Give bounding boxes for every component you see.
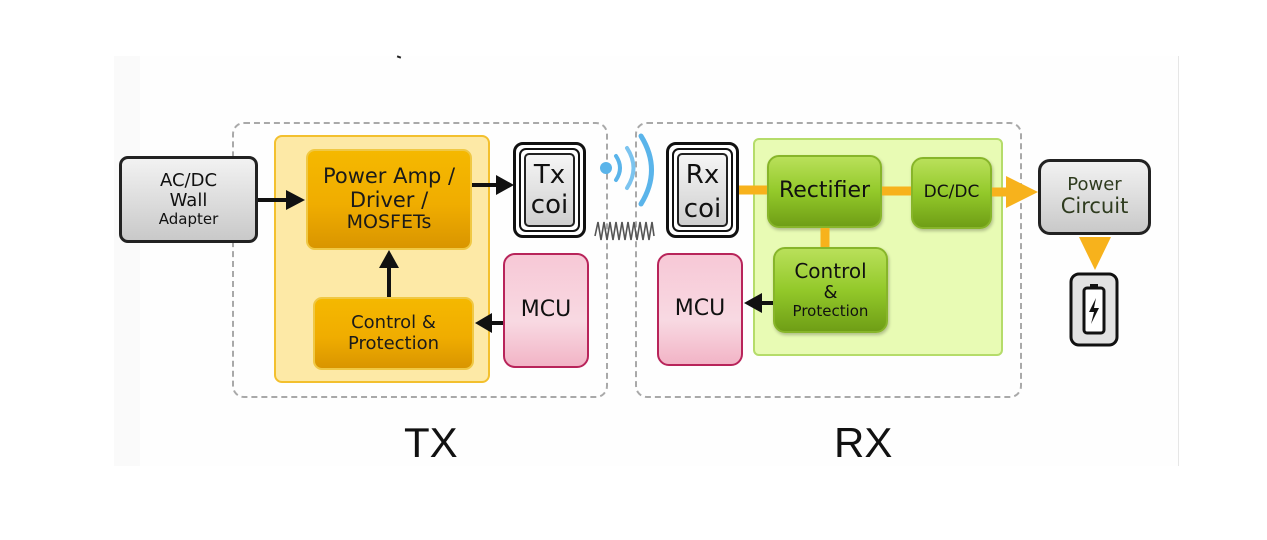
acdc-wall-adapter: AC/DC Wall Adapter xyxy=(119,156,258,243)
power-circuit-line-2: Circuit xyxy=(1060,194,1129,219)
arrowhead-tx-coil xyxy=(496,175,514,195)
rx-control-line-1: Control xyxy=(794,259,867,284)
tx-coil: Tx coi xyxy=(513,142,586,238)
arrowhead-power-amp xyxy=(379,250,399,268)
rx-coil: Rx coi xyxy=(666,142,739,238)
tx-control-protection: Control & Protection xyxy=(313,297,474,370)
battery-charging-icon xyxy=(1069,272,1119,347)
wireless-signal-icon xyxy=(600,133,654,207)
power-amp-line-1: Power Amp / xyxy=(322,164,456,189)
power-amp-driver-mosfets: Power Amp / Driver / MOSFETs xyxy=(306,149,472,250)
rectifier: Rectifier xyxy=(767,155,882,228)
arrowhead-tx-control xyxy=(475,313,492,333)
adapter-line-1: AC/DC xyxy=(159,169,218,191)
rx-boundary xyxy=(635,122,1022,398)
tx-section-label: TX xyxy=(404,419,458,466)
power-amp-line-3: MOSFETs xyxy=(346,211,432,234)
rx-mcu-label: MCU xyxy=(674,296,726,322)
rx-section-label: RX xyxy=(834,419,893,466)
power-circuit: Power Circuit xyxy=(1038,159,1151,235)
tx-coil-line-2: coi xyxy=(530,190,569,220)
background-band xyxy=(114,56,140,466)
rx-control-line-3: Protection xyxy=(792,301,869,320)
rx-control-protection: Control & Protection xyxy=(773,247,888,333)
arrowhead-adapter xyxy=(286,190,305,210)
rx-coil-line-1: Rx xyxy=(685,160,720,190)
tx-mcu: MCU xyxy=(503,253,589,368)
arrowhead-rx-mcu xyxy=(744,293,762,313)
adapter-line-2: Wall xyxy=(169,190,208,212)
coil-spring-icon xyxy=(594,221,655,241)
tx-control-line-1: Control & xyxy=(351,312,436,334)
power-circuit-line-1: Power xyxy=(1067,174,1122,196)
rectifier-label: Rectifier xyxy=(778,178,871,204)
power-flow-arrowhead-battery xyxy=(1079,237,1111,270)
tx-mcu-label: MCU xyxy=(520,297,572,323)
power-flow-arrowhead-power-circuit xyxy=(1006,176,1038,208)
tx-boundary xyxy=(232,122,608,398)
tx-coil-line-1: Tx xyxy=(533,160,566,190)
rx-mcu: MCU xyxy=(657,253,743,366)
adapter-line-3: Adapter xyxy=(158,210,219,229)
rx-coil-line-2: coi xyxy=(683,194,722,224)
rx-control-line-2: & xyxy=(823,281,838,303)
power-amp-line-2: Driver / xyxy=(349,187,429,212)
dcdc-label: DC/DC xyxy=(923,182,980,203)
tx-control-line-2: Protection xyxy=(347,332,440,354)
dcdc-converter: DC/DC xyxy=(911,157,992,229)
